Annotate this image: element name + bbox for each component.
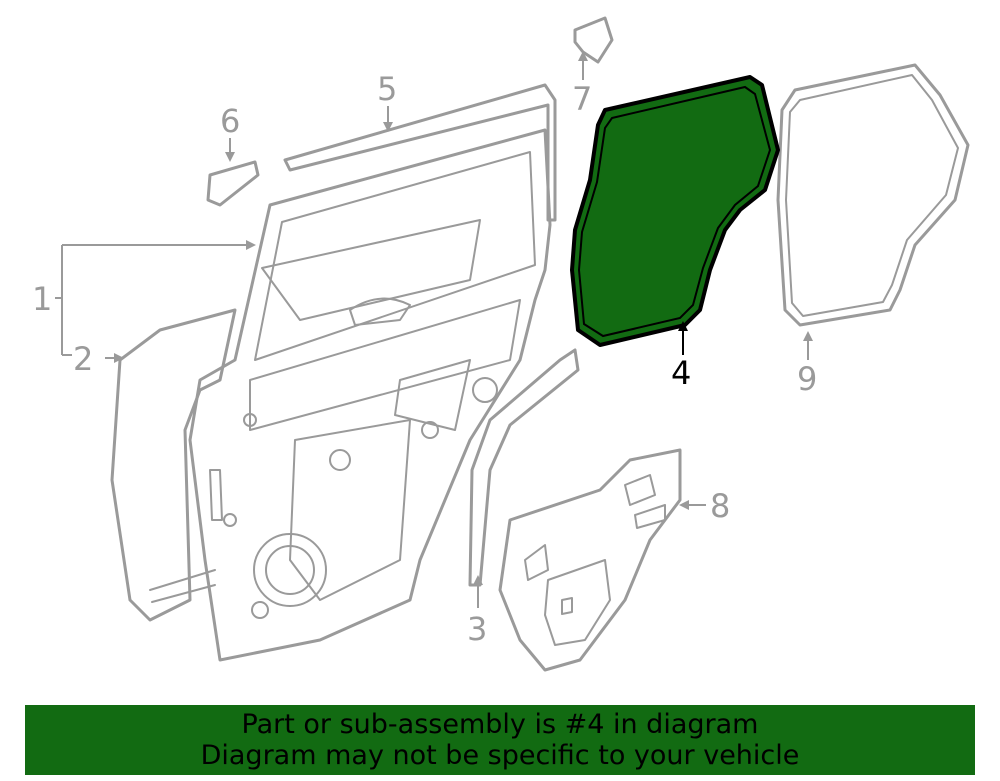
svg-text:9: 9	[797, 360, 817, 398]
svg-text:8: 8	[710, 487, 730, 525]
info-banner: Part or sub-assembly is #4 in diagram Di…	[25, 705, 975, 775]
callout-7: 7	[572, 51, 592, 118]
part-2-outer-panel	[110, 308, 237, 622]
callout-4: 4	[671, 321, 691, 392]
svg-text:6: 6	[220, 102, 240, 140]
parts-diagram: 1 2 3 4 5 6 7 8 9	[32, 16, 970, 672]
part-9-body-weatherstrip	[776, 63, 970, 327]
part-1-door-shell	[188, 128, 552, 662]
callout-8: 8	[679, 487, 730, 525]
callout-3: 3	[467, 575, 487, 648]
part-6-trim-piece	[206, 160, 260, 207]
callout-2: 2	[62, 340, 124, 378]
callout-9: 9	[797, 331, 817, 398]
svg-text:7: 7	[572, 80, 592, 118]
svg-text:2: 2	[73, 340, 93, 378]
svg-text:5: 5	[377, 70, 397, 108]
part-8-hole-cover	[498, 448, 682, 672]
part-3-rear-channel	[468, 348, 580, 587]
part-7-handle-cover	[573, 16, 614, 64]
svg-text:3: 3	[467, 610, 487, 648]
svg-text:4: 4	[671, 354, 691, 392]
banner-line-1: Part or sub-assembly is #4 in diagram	[241, 709, 759, 740]
banner-line-2: Diagram may not be specific to your vehi…	[200, 740, 800, 771]
part-4-door-weatherstrip	[570, 75, 780, 347]
callout-6: 6	[220, 102, 240, 162]
callout-5: 5	[377, 70, 397, 132]
callout-1: 1	[32, 240, 256, 355]
part-5-belt-moulding	[283, 83, 557, 222]
svg-text:1: 1	[32, 280, 52, 318]
